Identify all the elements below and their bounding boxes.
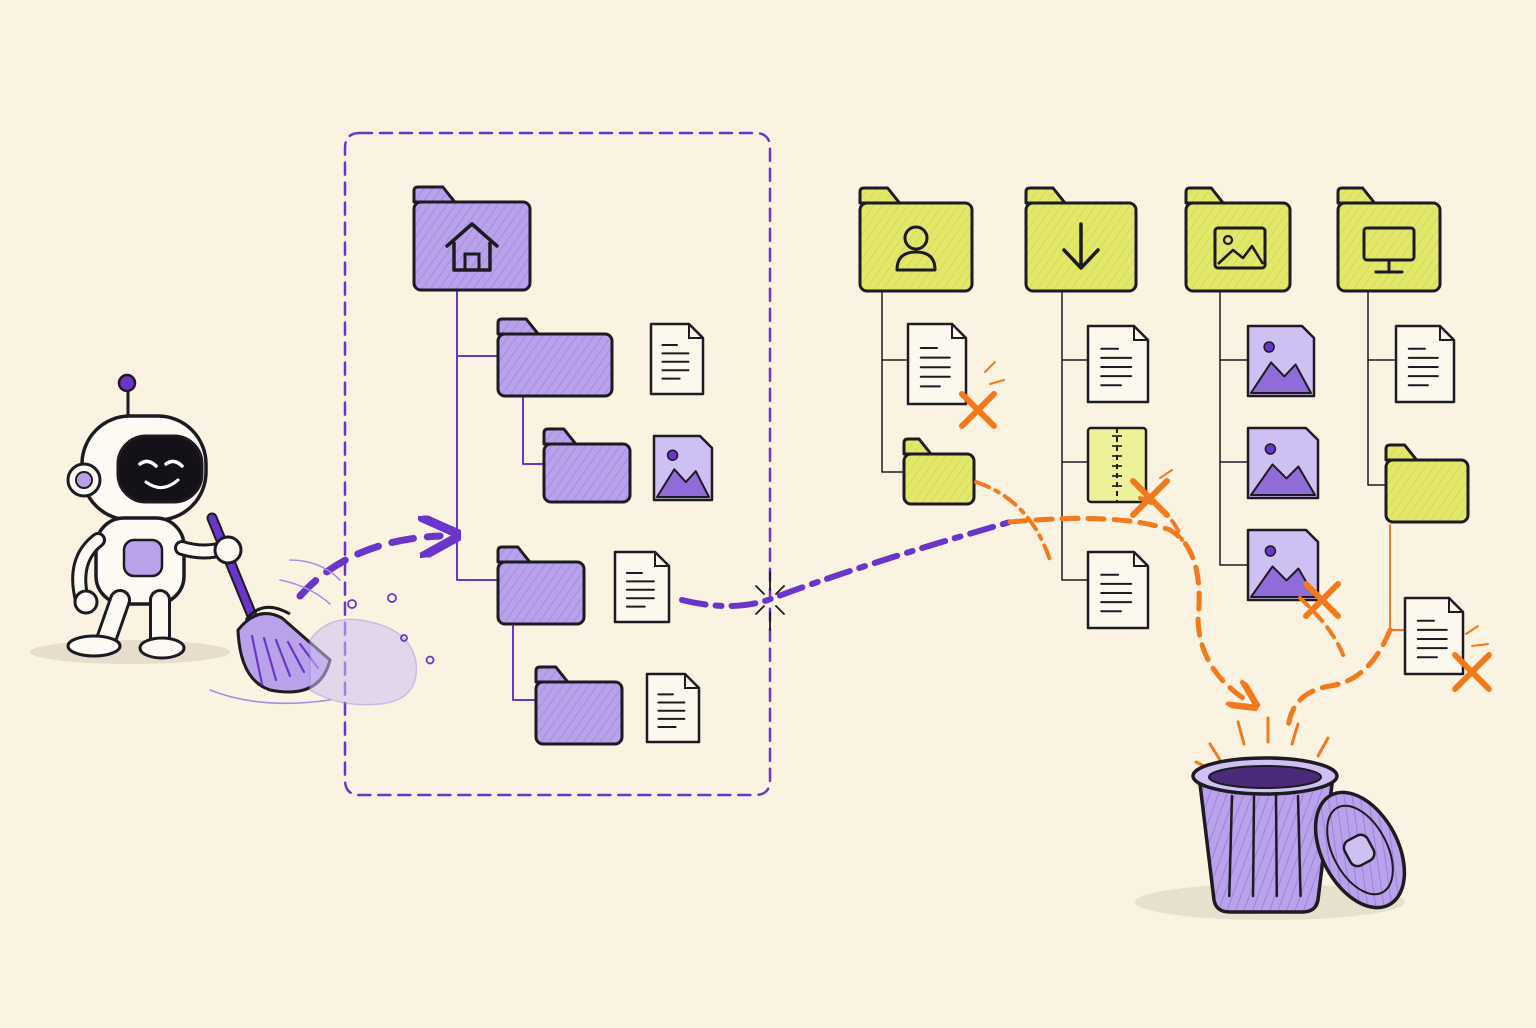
- document-icon: [649, 322, 705, 396]
- folder-icon: [902, 437, 976, 506]
- tree-connector: [1219, 289, 1249, 566]
- home-icon: [445, 222, 499, 272]
- home-folder-icon: [412, 185, 532, 292]
- zip-file-icon: [1086, 426, 1148, 504]
- document-icon: [1086, 324, 1150, 404]
- image-folder-icon: [1184, 186, 1292, 293]
- document-icon: [1394, 324, 1456, 404]
- delete-x-icon: [1303, 581, 1341, 619]
- folder-icon: [496, 317, 614, 398]
- delete-x-icon: [1452, 652, 1492, 692]
- picture-icon: [1213, 226, 1267, 270]
- download-folder-icon: [1024, 186, 1138, 293]
- document-icon: [645, 672, 701, 744]
- tree-connector: [1061, 289, 1089, 581]
- sparkle-marks: [984, 361, 1489, 647]
- trash-lid: [1313, 790, 1407, 910]
- folder-icon: [496, 545, 586, 626]
- folder-icon: [534, 665, 624, 746]
- protected-zone-boundary: [343, 131, 772, 797]
- document-icon: [1086, 550, 1150, 630]
- robot-mascot-icon: [30, 373, 233, 664]
- monitor-icon: [1362, 226, 1416, 274]
- delete-flow: [974, 480, 1052, 562]
- folder-icon: [542, 427, 632, 504]
- sweep-motion-lines: [209, 559, 341, 705]
- tree-connector: [512, 625, 537, 701]
- monitor-folder-icon: [1336, 186, 1442, 293]
- broom-icon[interactable]: [206, 512, 332, 694]
- image-file-icon: [1246, 324, 1316, 398]
- image-file-icon: [1246, 426, 1320, 500]
- tree-connector: [456, 289, 499, 581]
- delete-x-icon: [959, 391, 997, 429]
- tree-connector: [522, 397, 545, 465]
- document-icon: [906, 322, 968, 406]
- user-folder-icon: [858, 186, 974, 293]
- tree-connector: [881, 289, 905, 473]
- tree-connector: [1367, 289, 1387, 486]
- sweep-path: [679, 519, 1013, 609]
- delete-flow: [1138, 496, 1184, 542]
- delete-flow: [1298, 596, 1347, 662]
- delete-flow: [1007, 515, 1246, 700]
- folder-icon: [1384, 443, 1470, 524]
- document-icon: [613, 550, 671, 624]
- document-icon: [1403, 596, 1465, 676]
- sweep-arrow: [296, 536, 440, 600]
- delete-flow: [1285, 627, 1393, 731]
- download-arrow-icon: [1062, 222, 1100, 270]
- dust-cloud: [309, 593, 435, 706]
- image-file-icon: [652, 434, 714, 502]
- tree-connector-deleted: [1389, 524, 1406, 631]
- boundary-crossing-spark: [755, 571, 785, 631]
- trash-can-icon: [1135, 716, 1407, 920]
- image-file-icon: [1246, 528, 1320, 602]
- user-icon: [895, 225, 937, 272]
